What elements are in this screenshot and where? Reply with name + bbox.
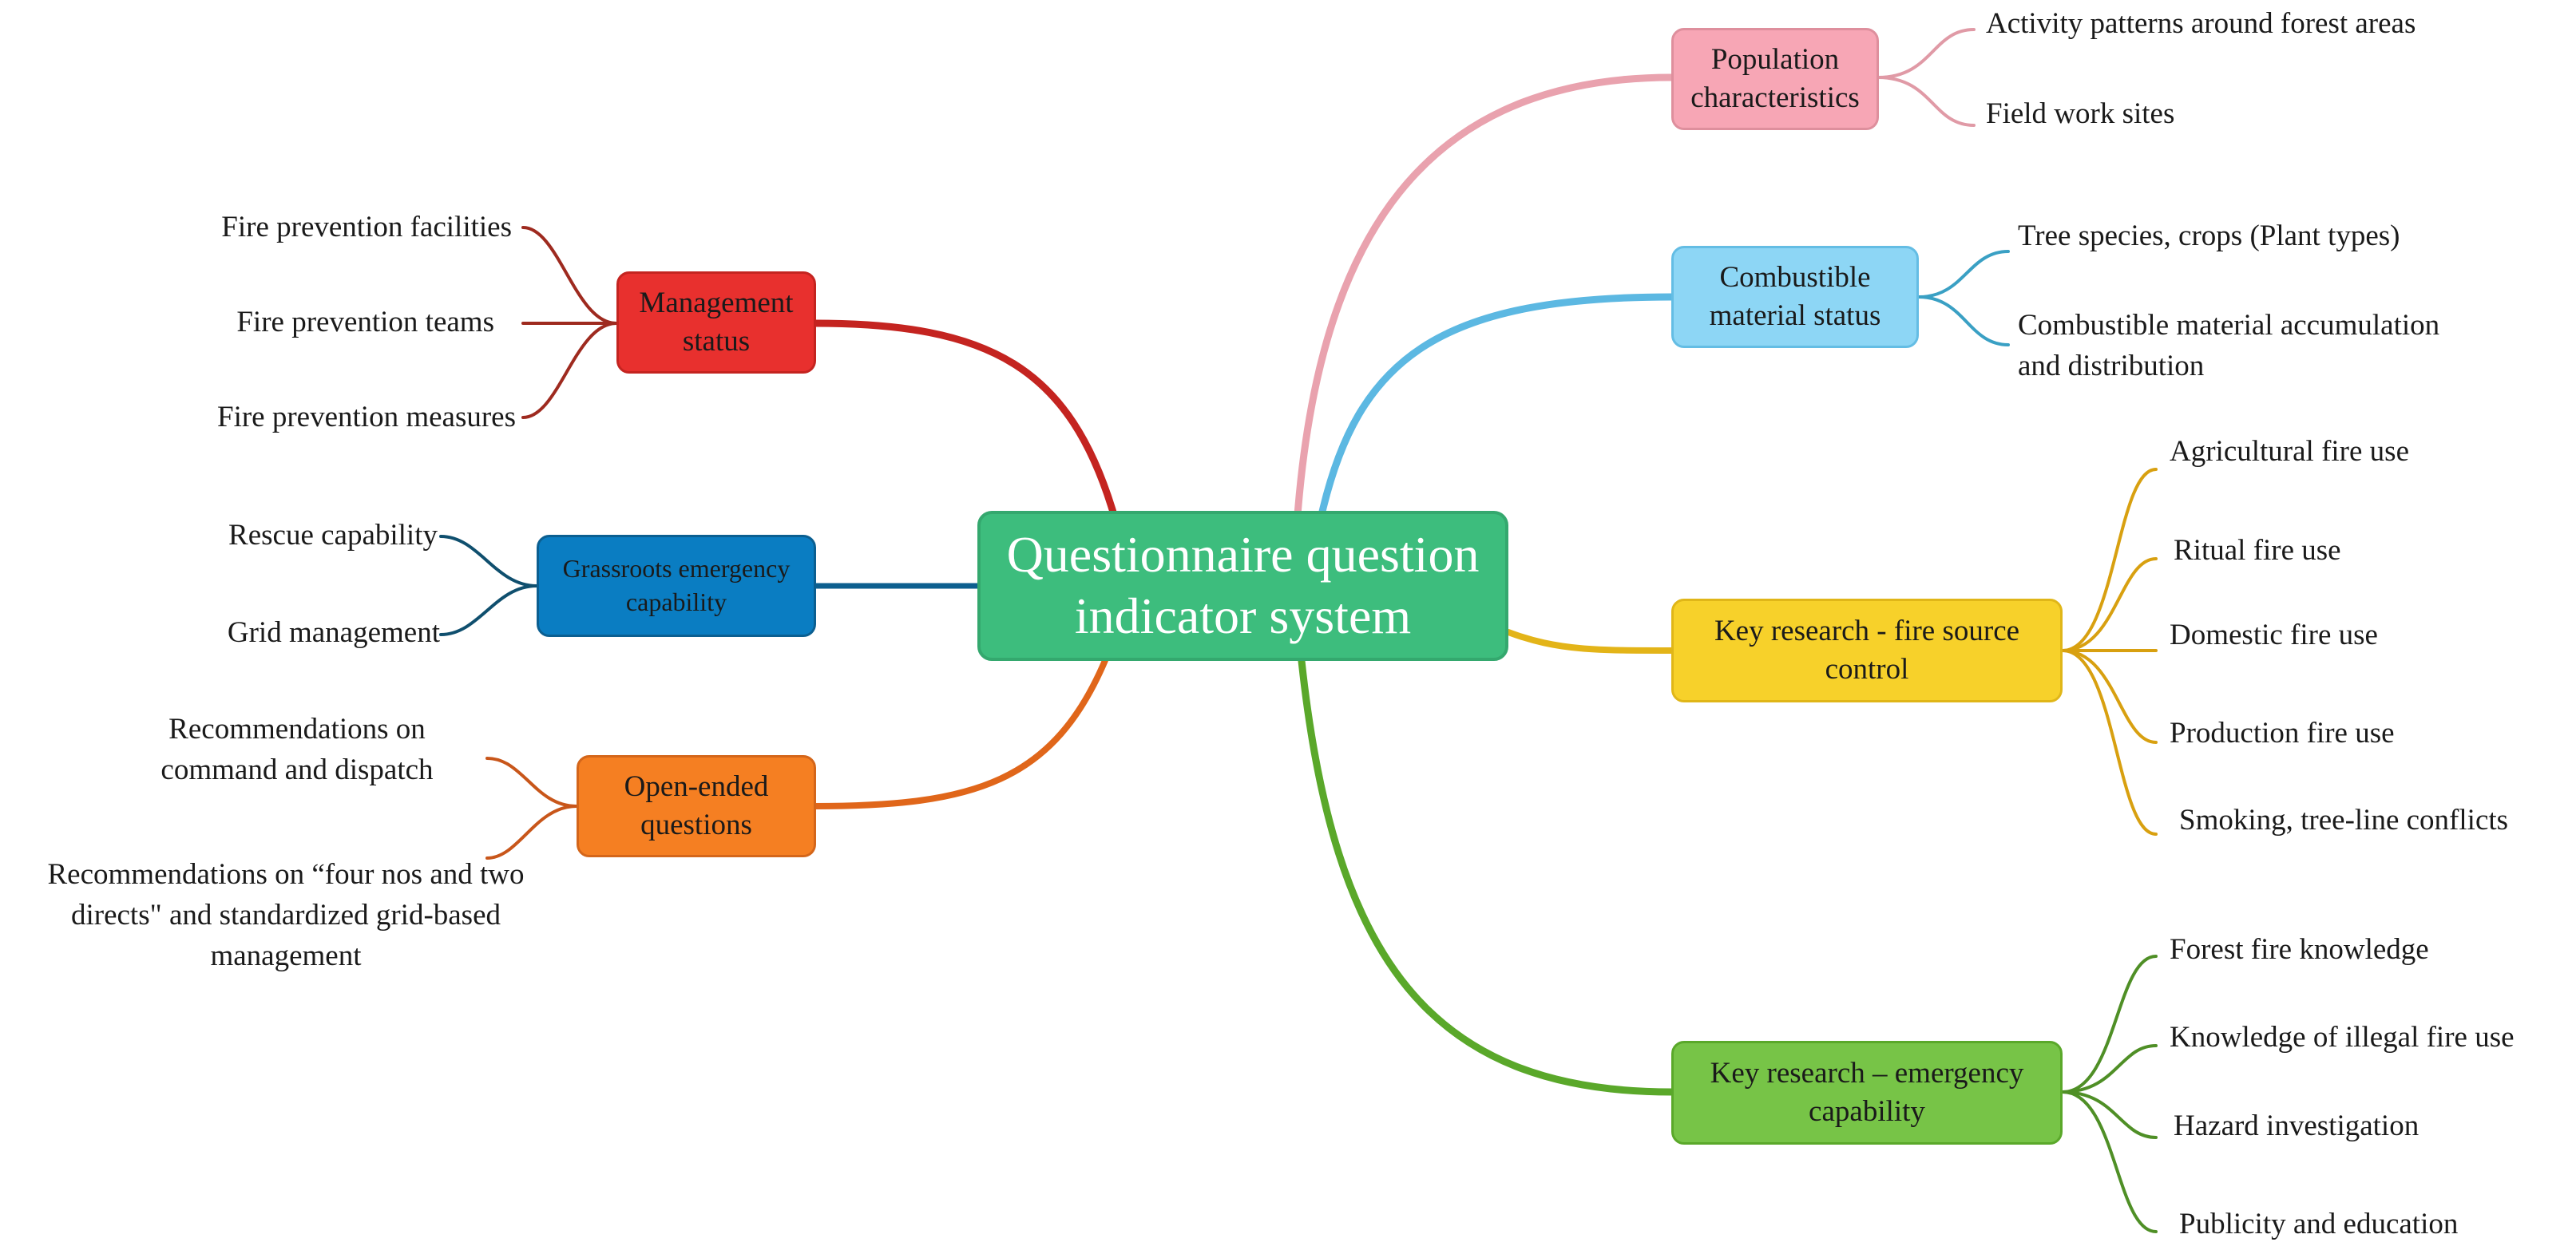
link-center-population: [1294, 73, 1675, 519]
leaf-activity-patterns: Activity patterns around forest areas: [1986, 7, 2416, 40]
leaf-four-nos-line2: directs" and standardized grid-based: [70, 899, 501, 932]
branch-grassroots-line2: capability: [625, 587, 727, 616]
central-topic-line2: indicator system: [1074, 587, 1412, 644]
leaf-field-work-sites: Field work sites: [1986, 97, 2175, 130]
central-topic-line1: Questionnaire question: [1006, 526, 1480, 583]
leaf-fire-prevention-measures: Fire prevention measures: [217, 401, 516, 433]
leaf-domestic-fire-use: Domestic fire use: [2170, 619, 2378, 651]
leaf-grid-management: Grid management: [227, 616, 440, 649]
leaf-agricultural-fire-use: Agricultural fire use: [2170, 435, 2409, 468]
branch-population-line2: characteristics: [1690, 81, 1860, 114]
leaf-forest-fire-knowledge: Forest fire knowledge: [2170, 933, 2429, 966]
branch-grassroots-emergency-capability: Grassroots emergency capability: [537, 535, 816, 637]
branch-combustible-material-status: Combustible material status: [1671, 246, 1919, 348]
leaf-tree-species: Tree species, crops (Plant types): [2018, 220, 2400, 252]
leaf-four-nos-two-directs: Recommendations on “four nos and two dir…: [6, 854, 565, 976]
leaf-combustible-accumulation-line1: Combustible material accumulation: [2018, 309, 2440, 342]
leaf-smoking-tree-line-conflicts: Smoking, tree-line conflicts: [2179, 804, 2509, 837]
leaf-publicity-education: Publicity and education: [2179, 1208, 2459, 1240]
leaf-rescue-capability: Rescue capability: [228, 519, 438, 552]
link-center-combustible: [1318, 293, 1675, 519]
leaf-production-fire-use: Production fire use: [2170, 717, 2395, 750]
branch-emergency-line2: capability: [1809, 1095, 1925, 1128]
branch-population-line1: Population: [1710, 42, 1840, 76]
branch-emergency-line1: Key research – emergency: [1710, 1056, 2024, 1090]
leaf-hazard-investigation: Hazard investigation: [2174, 1110, 2419, 1142]
leaf-combustible-accumulation: Combustible material accumulation and di…: [2018, 305, 2439, 386]
branch-open-ended-line1: Open-ended: [624, 769, 769, 803]
link-center-emergency: [1298, 657, 1675, 1096]
branch-grassroots-line1: Grassroots emergency: [562, 554, 791, 583]
leaf-command-dispatch-line1: Recommendations on: [168, 713, 426, 746]
branch-management-line2: status: [682, 325, 751, 358]
leaf-command-dispatch: Recommendations on command and dispatch: [137, 709, 457, 790]
central-topic: Questionnaire question indicator system: [977, 511, 1508, 661]
leaf-combustible-accumulation-line2: and distribution: [2018, 350, 2205, 383]
branch-management-line1: Management: [639, 286, 794, 319]
branch-open-ended-line2: questions: [640, 809, 752, 841]
branch-open-ended-questions: Open-ended questions: [577, 755, 816, 857]
branch-population-characteristics: Population characteristics: [1671, 28, 1879, 130]
branch-fire-source-line1: Key research - fire: [1714, 614, 1936, 647]
branch-fire-source-line2: source control: [1825, 614, 2020, 686]
leaf-fire-prevention-facilities: Fire prevention facilities: [221, 211, 512, 243]
leaf-fire-prevention-teams: Fire prevention teams: [236, 306, 494, 338]
link-center-fire-source: [1505, 629, 1674, 654]
leaf-command-dispatch-line2: command and dispatch: [161, 754, 434, 787]
leaf-illegal-fire-use-knowledge: Knowledge of illegal fire use: [2170, 1021, 2515, 1054]
branch-management-status: Management status: [616, 271, 816, 374]
leaf-four-nos-line1: Recommendations on “four nos and two: [47, 858, 525, 891]
branch-combustible-line2: material status: [1709, 299, 1881, 332]
link-center-open-ended: [811, 655, 1109, 809]
branch-emergency-capability: Key research – emergency capability: [1671, 1041, 2063, 1145]
branch-combustible-line1: Combustible: [1719, 260, 1871, 294]
branch-fire-source-control: Key research - fire source control: [1671, 599, 2063, 702]
link-center-management: [810, 319, 1118, 519]
leaf-four-nos-line3: management: [210, 940, 362, 973]
leaf-ritual-fire-use: Ritual fire use: [2174, 534, 2341, 567]
